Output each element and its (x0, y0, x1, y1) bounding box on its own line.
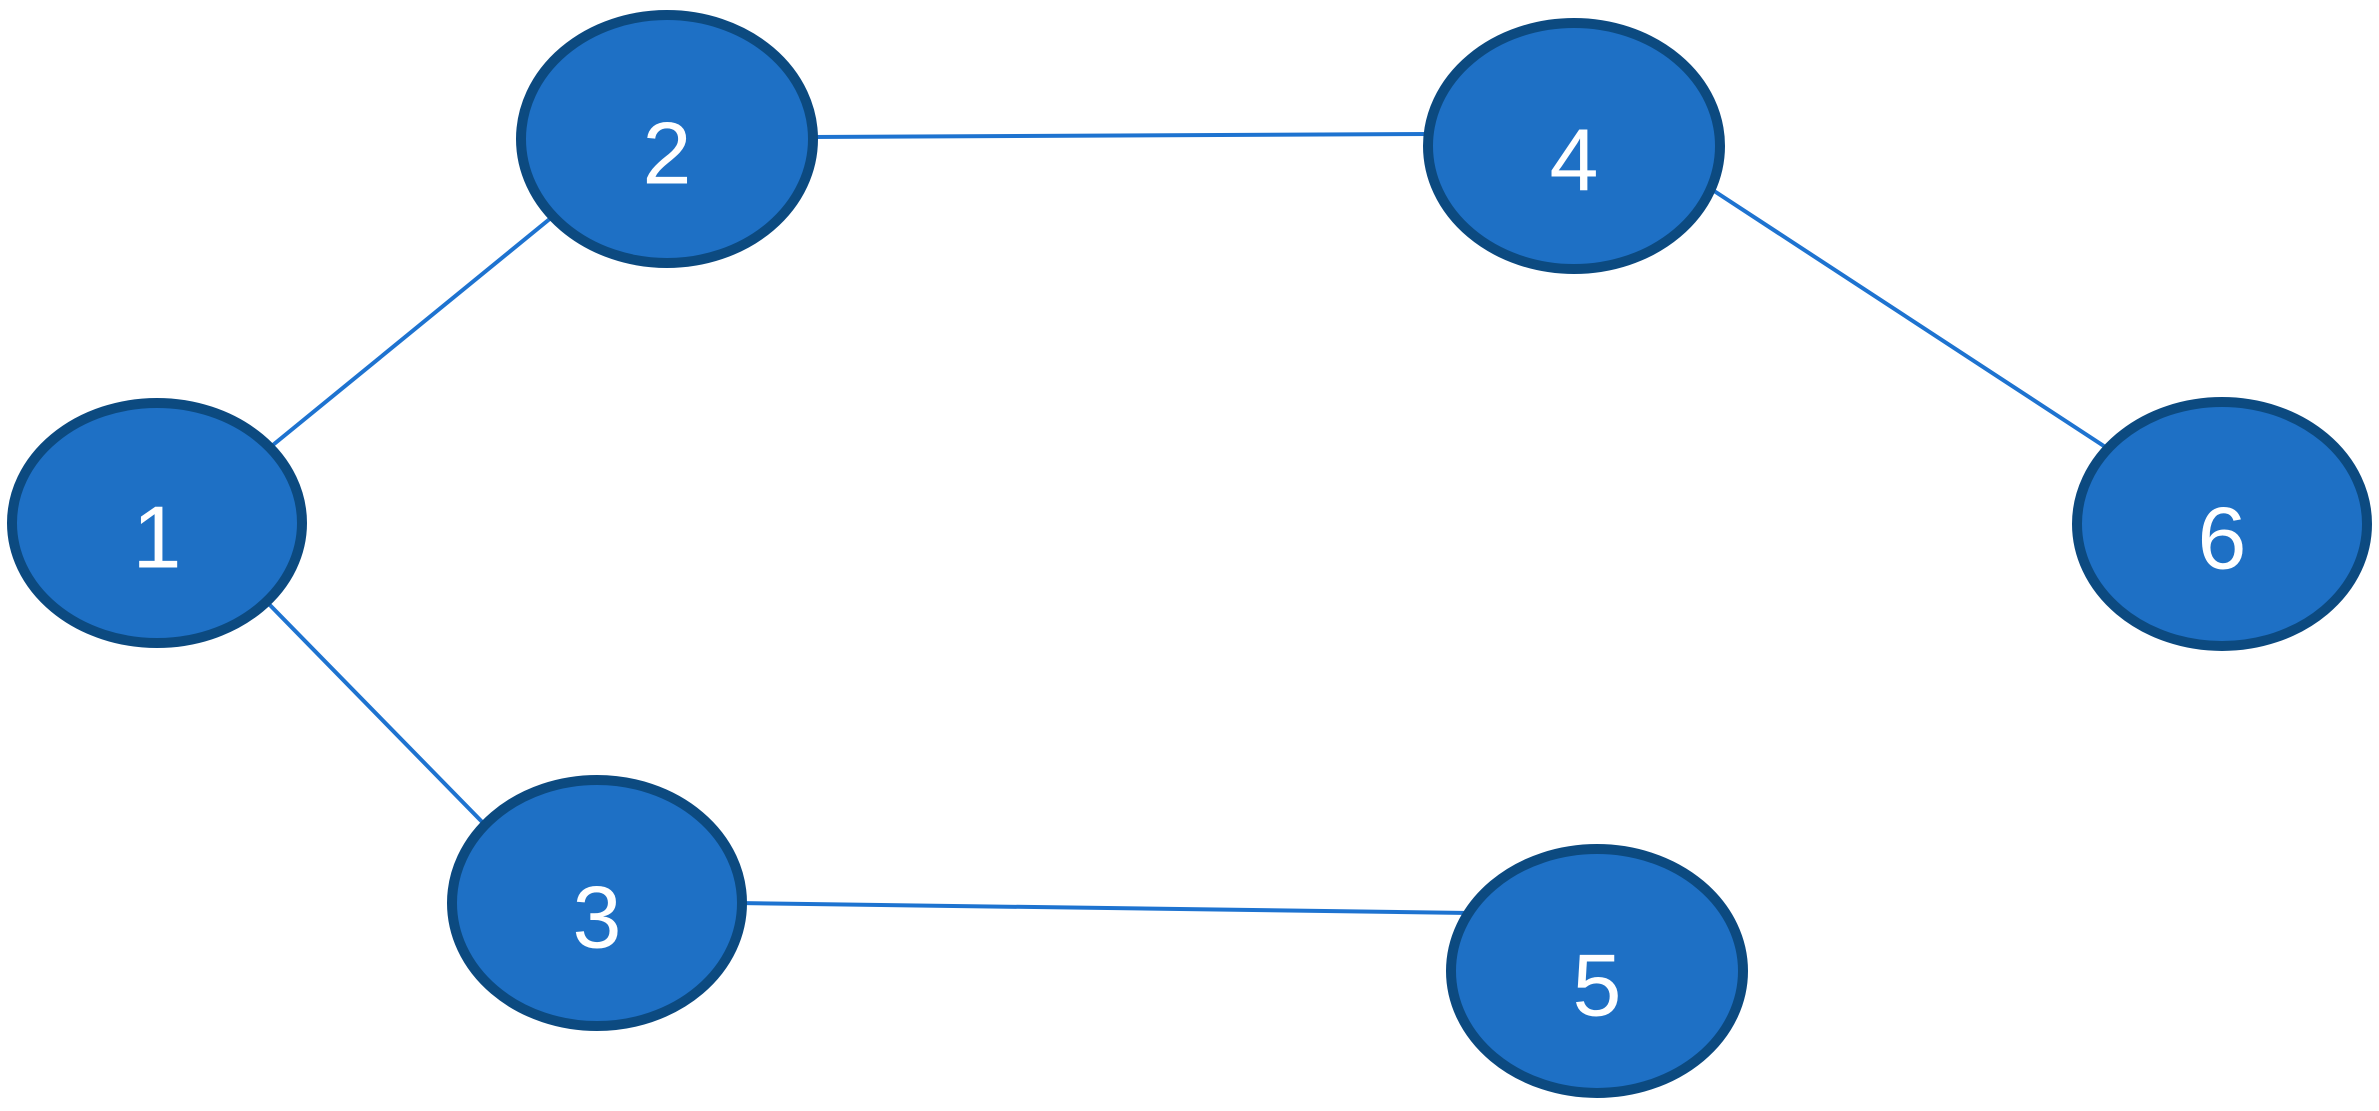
node-5-ellipse[interactable] (1446, 844, 1748, 1098)
edge-1-2[interactable] (266, 211, 559, 451)
node-3-ellipse[interactable] (447, 775, 747, 1031)
node-4-ellipse[interactable] (1423, 18, 1725, 274)
node-5[interactable]: 5 (1446, 844, 1748, 1098)
node-4[interactable]: 4 (1423, 18, 1725, 274)
node-1[interactable]: 1 (7, 398, 307, 648)
node-6[interactable]: 6 (2072, 397, 2372, 651)
node-2[interactable]: 2 (516, 10, 818, 268)
node-6-ellipse[interactable] (2072, 397, 2372, 651)
edge-1-3[interactable] (260, 595, 492, 832)
edge-2-4[interactable] (809, 132, 1431, 139)
node-2-ellipse[interactable] (516, 10, 818, 268)
node-1-ellipse[interactable] (7, 398, 307, 648)
edge-4-6[interactable] (1703, 183, 2115, 454)
node-3[interactable]: 3 (447, 775, 747, 1031)
edge-3-5[interactable] (736, 901, 1470, 915)
